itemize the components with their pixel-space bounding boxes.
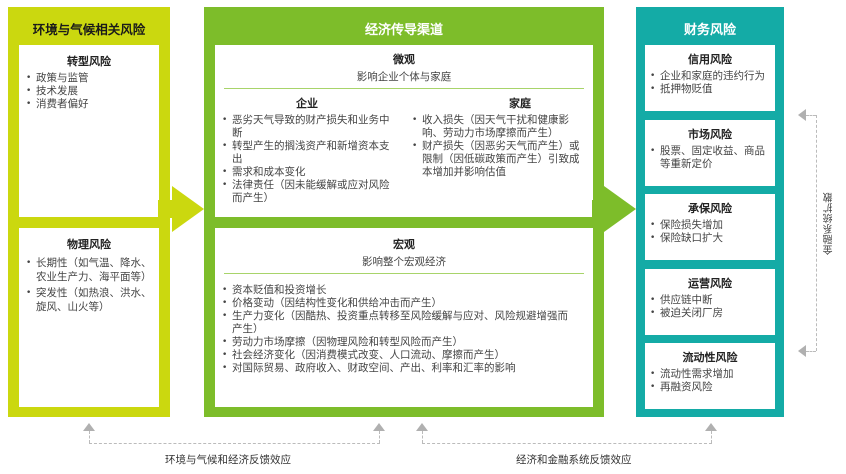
market-risk-box: 市场风险 股票、固定收益、商品等重新定价 [645, 120, 775, 186]
list-item: 社会经济变化（因消费模式改变、人口流动、摩擦而产生） [221, 349, 575, 362]
list-item: 恶劣天气导致的财产损失和业务中断 [221, 114, 393, 140]
micro-panel: 微观 影响企业个体与家庭 企业 恶劣天气导致的财产损失和业务中断 转型产生的搁浅… [215, 45, 593, 217]
macro-list: 资本贬值和投资增长 价格变动（因结构性变化和供给冲击而产生） 生产力变化（因酷热… [221, 284, 575, 375]
underwriting-risk-box: 承保风险 保险损失增加 保险缺口扩大 [645, 194, 775, 260]
household-list: 收入损失（因天气干扰和健康影响、劳动力市场摩擦而产生） 财产损失（因恶劣天气而产… [411, 114, 589, 179]
macro-subtitle: 影响整个宏观经济 [362, 256, 446, 268]
feedback-arrow-up-icon [705, 423, 717, 431]
micro-subtitle: 影响企业个体与家庭 [356, 71, 452, 83]
spread-line-top [806, 115, 816, 116]
arrow-right-icon [592, 186, 636, 232]
list-item: 企业和家庭的违约行为 [649, 70, 771, 83]
list-item: 劳动力市场摩擦（因物理风险和转型风险而产生） [221, 336, 575, 349]
market-risk-title: 市场风险 [688, 128, 732, 141]
list-item: 保险缺口扩大 [649, 232, 771, 245]
fin-column-title: 财务风险 [683, 23, 736, 38]
list-item: 股票、固定收益、商品等重新定价 [649, 145, 771, 171]
financial-spread-label: 金融系统扩散 [824, 192, 835, 255]
operational-risk-list: 供应链中断 被迫关闭厂房 [649, 294, 771, 320]
list-item: 再融资风险 [649, 381, 771, 394]
list-item: 需求和成本变化 [221, 166, 393, 179]
feedback-arrow-up-icon [83, 423, 95, 431]
list-item: 对国际贸易、政府收入、财政空间、产出、利率和汇率的影响 [221, 362, 575, 375]
credit-risk-box: 信用风险 企业和家庭的违约行为 抵押物贬值 [645, 45, 775, 111]
list-item: 流动性需求增加 [649, 368, 771, 381]
physical-risk-list: 长期性（如气温、降水、农业生产力、海平面等） 突发性（如热浪、洪水、旋风、山火等… [25, 256, 153, 314]
list-item: 价格变动（因结构性变化和供给冲击而产生） [221, 297, 575, 310]
underwriting-risk-list: 保险损失增加 保险缺口扩大 [649, 219, 771, 245]
spread-line-bottom [806, 351, 816, 352]
macro-title: 宏观 [393, 238, 415, 251]
list-item: 技术发展 [25, 85, 153, 98]
spread-arrow-bottom-icon [798, 345, 806, 357]
econ-fin-feedback-label: 经济和金融系统反馈效应 [516, 454, 632, 466]
list-item: 收入损失（因天气干扰和健康影响、劳动力市场摩擦而产生） [411, 114, 589, 140]
credit-risk-list: 企业和家庭的违约行为 抵押物贬值 [649, 70, 771, 96]
env-climate-risk-column: 环境与气候相关风险 转型风险 政策与监管 技术发展 消费者偏好 物理风险 长期性… [8, 7, 170, 417]
env-econ-feedback-label: 环境与气候和经济反馈效应 [165, 454, 291, 466]
feedback-arrow-up-icon [416, 423, 428, 431]
list-item: 财产损失（因恶劣天气而产生）或限制（因低碳政策而产生）引致成本增加并影响估值 [411, 140, 589, 179]
list-item: 生产力变化（因酷热、投资重点转移至风险缓解与应对、风险规避增强而产生） [221, 310, 575, 336]
physical-risk-title: 物理风险 [67, 238, 111, 251]
macro-divider [224, 273, 584, 274]
liquidity-risk-title: 流动性风险 [682, 351, 738, 364]
micro-divider [224, 88, 584, 89]
economic-transmission-column: 经济传导渠道 微观 影响企业个体与家庭 企业 恶劣天气导致的财产损失和业务中断 … [204, 7, 604, 417]
list-item: 被迫关闭厂房 [649, 307, 771, 320]
transition-risk-list: 政策与监管 技术发展 消费者偏好 [25, 72, 153, 111]
econ-column-title: 经济传导渠道 [364, 23, 443, 38]
list-item: 抵押物贬值 [649, 83, 771, 96]
transition-risk-title: 转型风险 [67, 55, 111, 68]
corporate-section: 企业 恶劣天气导致的财产损失和业务中断 转型产生的搁浅资产和新增资本支出 需求和… [221, 95, 393, 205]
list-item: 保险损失增加 [649, 219, 771, 232]
list-item: 法律责任（因未能缓解或应对风险而产生） [221, 179, 393, 205]
transition-risk-panel: 转型风险 政策与监管 技术发展 消费者偏好 [19, 45, 159, 217]
operational-risk-title: 运营风险 [688, 277, 732, 290]
list-item: 突发性（如热浪、洪水、旋风、山火等） [25, 286, 153, 314]
arrow-right-icon [158, 186, 204, 232]
corporate-title: 企业 [296, 97, 318, 110]
feedback-line-right [711, 431, 712, 443]
market-risk-list: 股票、固定收益、商品等重新定价 [649, 145, 771, 171]
list-item: 资本贬值和投资增长 [221, 284, 575, 297]
credit-risk-title: 信用风险 [688, 53, 732, 66]
list-item: 政策与监管 [25, 72, 153, 85]
list-item: 转型产生的搁浅资产和新增资本支出 [221, 140, 393, 166]
operational-risk-box: 运营风险 供应链中断 被迫关闭厂房 [645, 269, 775, 335]
physical-risk-panel: 物理风险 长期性（如气温、降水、农业生产力、海平面等） 突发性（如热浪、洪水、旋… [19, 228, 159, 407]
household-title: 家庭 [509, 97, 531, 110]
list-item: 长期性（如气温、降水、农业生产力、海平面等） [25, 256, 153, 284]
underwriting-risk-title: 承保风险 [688, 202, 732, 215]
env-econ-feedback-line [89, 443, 380, 444]
feedback-line-left [422, 431, 423, 443]
spread-line-vertical [816, 115, 817, 351]
feedback-line-left [89, 431, 90, 443]
list-item: 供应链中断 [649, 294, 771, 307]
macro-panel: 宏观 影响整个宏观经济 资本贬值和投资增长 价格变动（因结构性变化和供给冲击而产… [215, 228, 593, 407]
env-column-title: 环境与气候相关风险 [32, 22, 146, 37]
micro-title: 微观 [393, 53, 415, 66]
liquidity-risk-list: 流动性需求增加 再融资风险 [649, 368, 771, 394]
feedback-line-right [379, 431, 380, 443]
list-item: 消费者偏好 [25, 98, 153, 111]
household-section: 家庭 收入损失（因天气干扰和健康影响、劳动力市场摩擦而产生） 财产损失（因恶劣天… [411, 95, 589, 179]
feedback-arrow-up-icon [373, 423, 385, 431]
corporate-list: 恶劣天气导致的财产损失和业务中断 转型产生的搁浅资产和新增资本支出 需求和成本变… [221, 114, 393, 205]
financial-risk-column: 财务风险 信用风险 企业和家庭的违约行为 抵押物贬值 市场风险 股票、固定收益、… [636, 7, 784, 417]
econ-fin-feedback-line [422, 443, 712, 444]
liquidity-risk-box: 流动性风险 流动性需求增加 再融资风险 [645, 343, 775, 409]
spread-arrow-top-icon [798, 109, 806, 121]
